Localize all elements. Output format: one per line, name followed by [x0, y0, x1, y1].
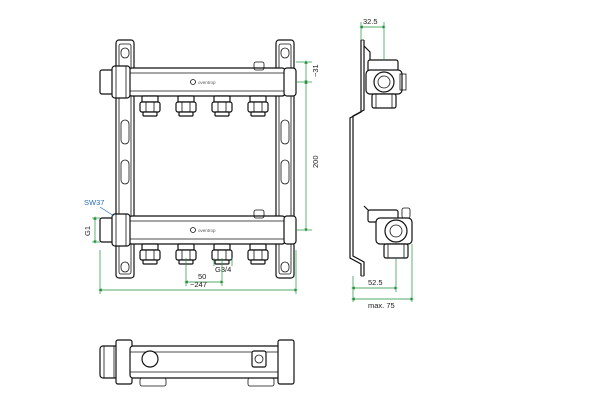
bottom-outlet-1	[139, 243, 161, 265]
top-outlets	[139, 95, 269, 117]
front-view: oventrop oventrop ~31	[83, 39, 320, 294]
dim-bottom-depth: 52.5	[368, 278, 383, 287]
bottom-outlets	[139, 243, 269, 265]
top-outlet-2	[175, 95, 197, 117]
dim-outlet-thread: G3/4	[215, 265, 231, 274]
side-dimensions: 32.5 52.5 max. 75	[351, 17, 414, 310]
right-bracket	[275, 39, 295, 279]
dim-top-depth: 32.5	[363, 17, 378, 26]
side-view: 32.5 52.5 max. 75	[349, 17, 414, 310]
top-manifold: oventrop	[99, 61, 297, 117]
front-dimensions: ~31 200 G1 SW37 G3/4 50	[83, 60, 320, 294]
brand-label-bottom: oventrop	[198, 228, 216, 233]
top-outlet-1	[139, 95, 161, 117]
bottom-manifold: oventrop	[99, 209, 297, 265]
brand-label-top: oventrop	[198, 80, 216, 85]
side-top-manifold	[365, 59, 407, 109]
bottom-view	[99, 339, 295, 387]
dim-top-offset: ~31	[311, 64, 320, 77]
dim-overall-width: ~247	[190, 280, 207, 289]
dim-main-thread: G1	[83, 226, 92, 236]
left-bracket	[115, 39, 135, 279]
dim-wrench-size: SW37	[84, 198, 104, 207]
side-bottom-manifold	[367, 207, 413, 259]
bottom-outlet-4	[247, 243, 269, 265]
dim-max-depth: max. 75	[368, 301, 395, 310]
dim-rail-spacing: 200	[311, 155, 320, 168]
top-outlet-4	[247, 95, 269, 117]
dim-outlet-pitch: 50	[198, 272, 206, 281]
top-outlet-3	[211, 95, 233, 117]
